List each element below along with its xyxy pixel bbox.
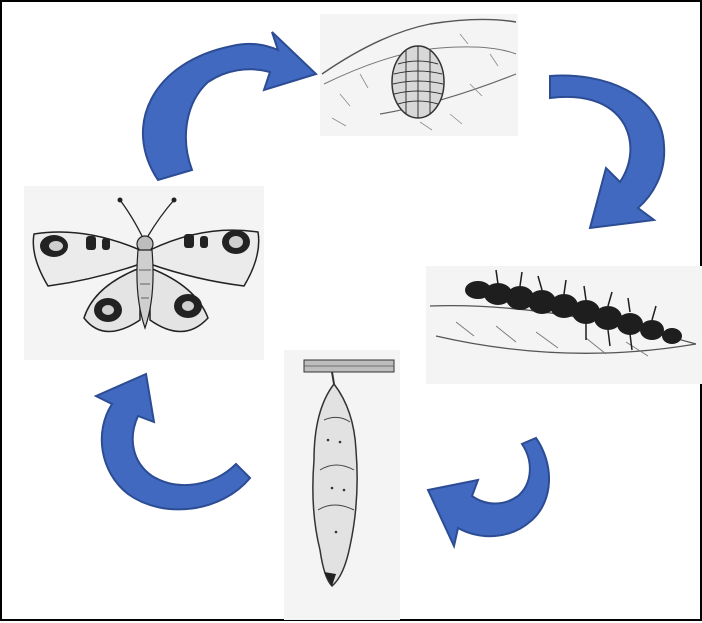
arrow-butterfly-to-egg <box>143 32 316 180</box>
caterpillar-stage-image <box>426 266 702 384</box>
chrysalis-stage-image <box>284 350 400 620</box>
butterfly-stage-image <box>24 186 264 360</box>
butterfly-illustration <box>24 186 264 360</box>
egg-stage-image <box>320 14 518 136</box>
arrow-caterpillar-to-chrysalis <box>428 438 549 546</box>
arrow-egg-to-caterpillar <box>550 76 664 228</box>
caterpillar-illustration <box>426 266 702 384</box>
egg-cluster-illustration <box>320 14 518 136</box>
chrysalis-illustration <box>284 350 400 620</box>
arrow-chrysalis-to-butterfly <box>96 374 250 509</box>
